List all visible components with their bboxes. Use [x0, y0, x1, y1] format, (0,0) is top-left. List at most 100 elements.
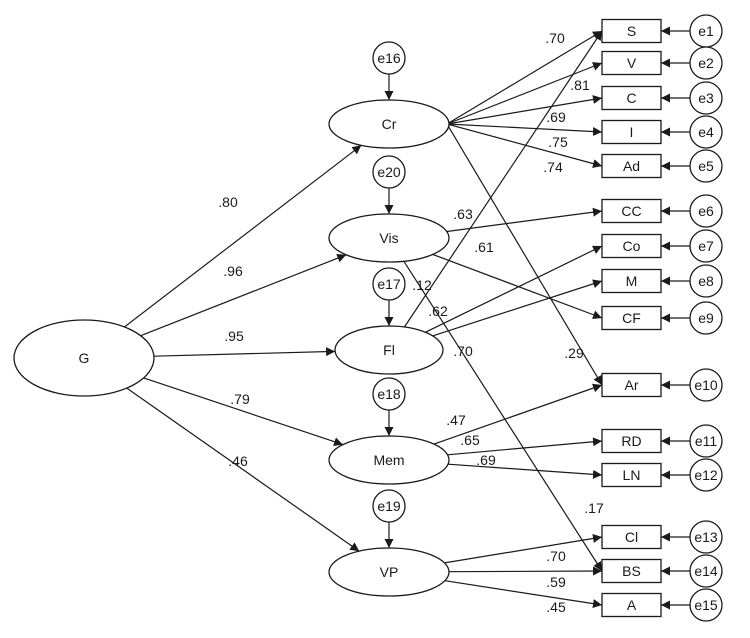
observed-cl-box — [601, 524, 662, 550]
observed-a-box — [601, 592, 662, 618]
path-fl-to-m — [432, 279, 603, 337]
coef-cr-s: .70 — [545, 30, 565, 46]
observed-s: S — [601, 18, 662, 44]
latent-mem-label: Mem — [373, 452, 404, 468]
observed-c-label: C — [626, 90, 636, 106]
coef-g-fl: .95 — [224, 328, 244, 344]
path-mem-to-ln — [448, 463, 603, 479]
path-vis-to-bs — [403, 260, 603, 572]
path-coefficients: .80.96.95.79.46.70.81.69.75.74.29.63.61.… — [218, 30, 604, 615]
error-e19-label: e19 — [377, 498, 401, 514]
observed-s-label: S — [627, 23, 636, 39]
observed-c-box — [601, 85, 662, 111]
error-e3-label: e3 — [698, 90, 714, 106]
coef-cr-v: .81 — [570, 77, 590, 93]
error-e13-circle — [689, 520, 723, 554]
observed-ar: Ar — [601, 372, 662, 398]
error-e11-circle — [689, 424, 723, 458]
path-cr-to-ad — [446, 123, 603, 168]
error-e16-circle — [372, 41, 406, 75]
observed-bs: BS — [601, 558, 662, 584]
error-e15: e15 — [689, 588, 723, 622]
coef-vis-cf: .61 — [474, 239, 494, 255]
path-g-to-cr — [124, 144, 362, 328]
coef-vis-cc: .63 — [453, 206, 473, 222]
coef-mem-ln: .69 — [476, 452, 496, 468]
error-e18-label: e18 — [377, 386, 401, 402]
coef-fl-s: .12 — [412, 277, 432, 293]
path-vp-to-bs — [448, 566, 603, 576]
coef-cr-ad: .74 — [543, 159, 563, 175]
error-e4-label: e4 — [698, 124, 714, 140]
coef-fl-m: .70 — [453, 343, 473, 359]
latent-vis: Vis — [328, 213, 450, 263]
observed-cl-label: Cl — [625, 529, 638, 545]
coef-vp-cl: .70 — [546, 548, 566, 564]
observed-bs-label: BS — [622, 563, 641, 579]
latent-fl-shape — [334, 325, 444, 375]
error-e18: e18 — [372, 377, 406, 411]
error-e5: e5 — [689, 149, 723, 183]
error-e1-label: e1 — [698, 23, 714, 39]
path-cr-to-i — [446, 123, 603, 137]
coef-mem-rd: .65 — [460, 432, 480, 448]
error-e11-label: e11 — [695, 433, 718, 449]
latent-vis-label: Vis — [379, 230, 398, 246]
error-e14-label: e14 — [694, 563, 718, 579]
observed-i: I — [601, 119, 662, 145]
observed-co: Co — [601, 233, 662, 259]
path-g-to-mem — [143, 377, 344, 447]
observed-m-label: M — [626, 273, 638, 289]
observed-i-label: I — [630, 124, 634, 140]
latent-vis-shape — [328, 213, 450, 263]
error-e11: e11 — [689, 424, 723, 458]
error-e10-circle — [689, 368, 723, 402]
observed-cc: CC — [601, 198, 662, 224]
error-e3: e3 — [689, 81, 723, 115]
error-e12: e12 — [689, 458, 723, 492]
latent-cr-shape — [328, 99, 450, 149]
observed-cf-box — [601, 305, 662, 331]
error-e2: e2 — [689, 46, 723, 80]
error-e8: e8 — [689, 264, 723, 298]
error-e5-circle — [689, 149, 723, 183]
latent-mem: Mem — [328, 435, 450, 485]
error-e8-circle — [689, 264, 723, 298]
observed-ad-label: Ad — [623, 158, 640, 174]
error-e20-label: e20 — [377, 164, 401, 180]
observed-c: C — [601, 85, 662, 111]
error-e7-label: e7 — [698, 238, 714, 254]
observed-ln: LN — [601, 462, 662, 488]
observed-a-label: A — [627, 597, 637, 613]
observed-co-box — [601, 233, 662, 259]
error-e12-circle — [689, 458, 723, 492]
observed-cf: CF — [601, 305, 662, 331]
error-e12-label: e12 — [694, 467, 718, 483]
error-e6-label: e6 — [698, 203, 714, 219]
observed-co-label: Co — [623, 238, 641, 254]
observed-ln-box — [601, 462, 662, 488]
error-e13: e13 — [689, 520, 723, 554]
path-cr-to-c — [446, 95, 603, 125]
observed-s-box — [601, 18, 662, 44]
path-fl-to-co — [425, 245, 603, 333]
error-e7: e7 — [689, 229, 723, 263]
coef-g-vp: .46 — [228, 453, 248, 469]
coef-cr-i: .75 — [548, 134, 568, 150]
latent-g-label: G — [79, 350, 90, 366]
observed-a: A — [601, 592, 662, 618]
coef-fl-co: .62 — [428, 303, 448, 319]
error-e15-label: e15 — [694, 597, 718, 613]
observed-i-box — [601, 119, 662, 145]
latent-fl: Fl — [334, 325, 444, 375]
coef-cr-c: .69 — [546, 109, 566, 125]
observed-ar-box — [601, 372, 662, 398]
error-e19: e19 — [372, 489, 406, 523]
error-e17-label: e17 — [377, 276, 401, 292]
observed-ad-box — [601, 153, 662, 179]
observed-cc-label: CC — [621, 203, 641, 219]
observed-ar-label: Ar — [625, 377, 639, 393]
latent-vp-label: VP — [380, 564, 399, 580]
path-cr-to-s — [446, 30, 603, 125]
path-g-to-vp — [126, 387, 360, 552]
